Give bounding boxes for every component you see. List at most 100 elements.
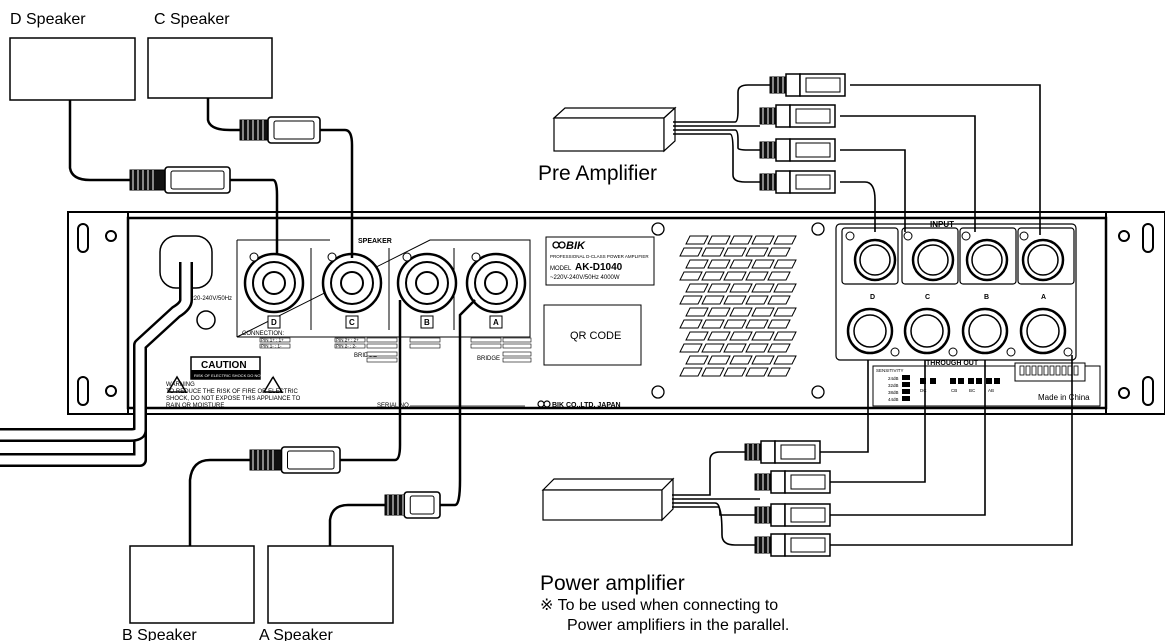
warning-text-1: TO REDUCE THE RISK OF FIRE OR ELECTRIC bbox=[166, 389, 298, 395]
pin-label-3: PIN 2+ : 2+ bbox=[336, 338, 359, 343]
xlr-plug bbox=[759, 138, 836, 162]
pin-label-4: PIN 2- : 2- bbox=[336, 344, 357, 349]
through-out-title: THROUGH OUT bbox=[926, 360, 979, 367]
dip-slot bbox=[1061, 365, 1067, 376]
vent-slot bbox=[767, 295, 791, 305]
vent-slot bbox=[767, 367, 791, 377]
sensitivity-32: 32dB bbox=[888, 383, 899, 388]
input-channel-a: A bbox=[1041, 294, 1046, 301]
speaker-channel-d: D bbox=[271, 318, 277, 327]
vent-slot bbox=[767, 271, 791, 281]
sensitivity-44: 44dB bbox=[888, 397, 899, 402]
pre-amplifier-box bbox=[552, 106, 677, 153]
vent-slot bbox=[745, 343, 769, 353]
vent-slot bbox=[773, 235, 797, 245]
vent-slot bbox=[773, 259, 797, 269]
vent-slot bbox=[751, 235, 775, 245]
bridge-label-left: BRIDGE bbox=[354, 353, 377, 359]
vent-slot bbox=[685, 259, 709, 269]
input-channel-d: D bbox=[870, 294, 875, 301]
vent-slot bbox=[767, 343, 791, 353]
vent-slot bbox=[685, 235, 709, 245]
vent-slot bbox=[767, 247, 791, 257]
model-name: AK-D1040 bbox=[575, 262, 623, 273]
mode-bc: BC bbox=[969, 388, 976, 393]
product-desc: PROFESSIONAL D-CLASS POWER AMPLIFIER bbox=[550, 254, 649, 259]
xlr-input-jacks bbox=[841, 227, 1075, 285]
bridge-label-right: BRIDGE bbox=[477, 356, 500, 362]
model-prefix: MODEL bbox=[550, 266, 572, 272]
speaker-channel-a: A bbox=[493, 318, 499, 327]
vent-slot bbox=[773, 307, 797, 317]
vent-slot bbox=[745, 295, 769, 305]
c-speaker-cable bbox=[206, 98, 354, 258]
vent-slot bbox=[679, 343, 703, 353]
vent-grille bbox=[679, 235, 797, 377]
d-speaker-box bbox=[9, 37, 136, 101]
dip-slot bbox=[1025, 365, 1031, 376]
brand-plate bbox=[545, 236, 655, 286]
speaker-section bbox=[236, 239, 531, 338]
vent-slot bbox=[679, 295, 703, 305]
b-speaker-label: B Speaker bbox=[122, 627, 197, 641]
vent-slot bbox=[751, 331, 775, 341]
vent-slot bbox=[685, 283, 709, 293]
xlr-plug bbox=[769, 73, 846, 97]
input-title: INPUT bbox=[930, 220, 954, 229]
vent-slot bbox=[751, 259, 775, 269]
vent-slot bbox=[679, 367, 703, 377]
speakon-plug bbox=[129, 166, 231, 194]
panel-screws bbox=[651, 222, 825, 399]
pin-label-2: PIN 1- : 1- bbox=[261, 344, 282, 349]
vent-slot bbox=[729, 355, 753, 365]
vent-slot bbox=[773, 355, 797, 365]
vent-slot bbox=[701, 343, 725, 353]
serial-label: SERIAL NO. bbox=[377, 403, 411, 409]
xlr-plug bbox=[759, 104, 836, 128]
vent-slot bbox=[723, 271, 747, 281]
vent-slot bbox=[729, 259, 753, 269]
a-speaker-label: A Speaker bbox=[259, 627, 334, 641]
vent-slot bbox=[751, 307, 775, 317]
vent-slot bbox=[729, 235, 753, 245]
qr-code-label: QR CODE bbox=[570, 330, 621, 342]
caution-title: CAUTION bbox=[201, 360, 247, 371]
c-speaker-label: C Speaker bbox=[154, 11, 230, 28]
speakon-plugs bbox=[129, 116, 441, 519]
speaker-channel-b: B bbox=[424, 318, 430, 327]
brand-footer: BIK CO.,LTD. JAPAN bbox=[552, 402, 621, 409]
caution-sub: RISK OF ELECTRIC SHOCK DO NOT OPEN bbox=[194, 373, 275, 378]
vent-slot bbox=[701, 247, 725, 257]
vent-slot bbox=[729, 307, 753, 317]
sensitivity-label: SENSITIVITY bbox=[876, 368, 904, 373]
dip-switches bbox=[902, 375, 1000, 401]
vent-slot bbox=[773, 283, 797, 293]
dip-slot bbox=[1019, 365, 1025, 376]
pre-amplifier-label: Pre Amplifier bbox=[538, 162, 657, 185]
a-speaker-box bbox=[267, 545, 394, 624]
dip-switch-bank bbox=[1014, 362, 1086, 382]
caution-block bbox=[166, 356, 284, 393]
vent-slot bbox=[685, 307, 709, 317]
dip-slot bbox=[1049, 365, 1055, 376]
a-speaker-cable bbox=[328, 299, 476, 546]
xlr-plug bbox=[759, 170, 836, 194]
vent-slot bbox=[723, 343, 747, 353]
vent-slot bbox=[723, 247, 747, 257]
mode-dc: DC bbox=[920, 388, 927, 393]
model-spec: ~220V-240V/50Hz 4000W bbox=[550, 275, 620, 281]
warning-text-3: RAIN OR MOISTURE bbox=[166, 403, 224, 409]
speakon-plug bbox=[239, 116, 321, 144]
speaker-channel-c: C bbox=[349, 318, 355, 327]
dip-slot bbox=[1073, 365, 1079, 376]
vent-slot bbox=[707, 355, 731, 365]
vent-slot bbox=[751, 283, 775, 293]
xlr-plug bbox=[754, 470, 831, 494]
ac-label: AC220-240V/50Hz bbox=[182, 296, 232, 302]
b-speaker-box bbox=[129, 545, 255, 624]
vent-slot bbox=[745, 319, 769, 329]
dip-slot bbox=[1055, 365, 1061, 376]
vent-slot bbox=[723, 319, 747, 329]
power-amplifier-label: Power amplifier bbox=[540, 572, 685, 595]
